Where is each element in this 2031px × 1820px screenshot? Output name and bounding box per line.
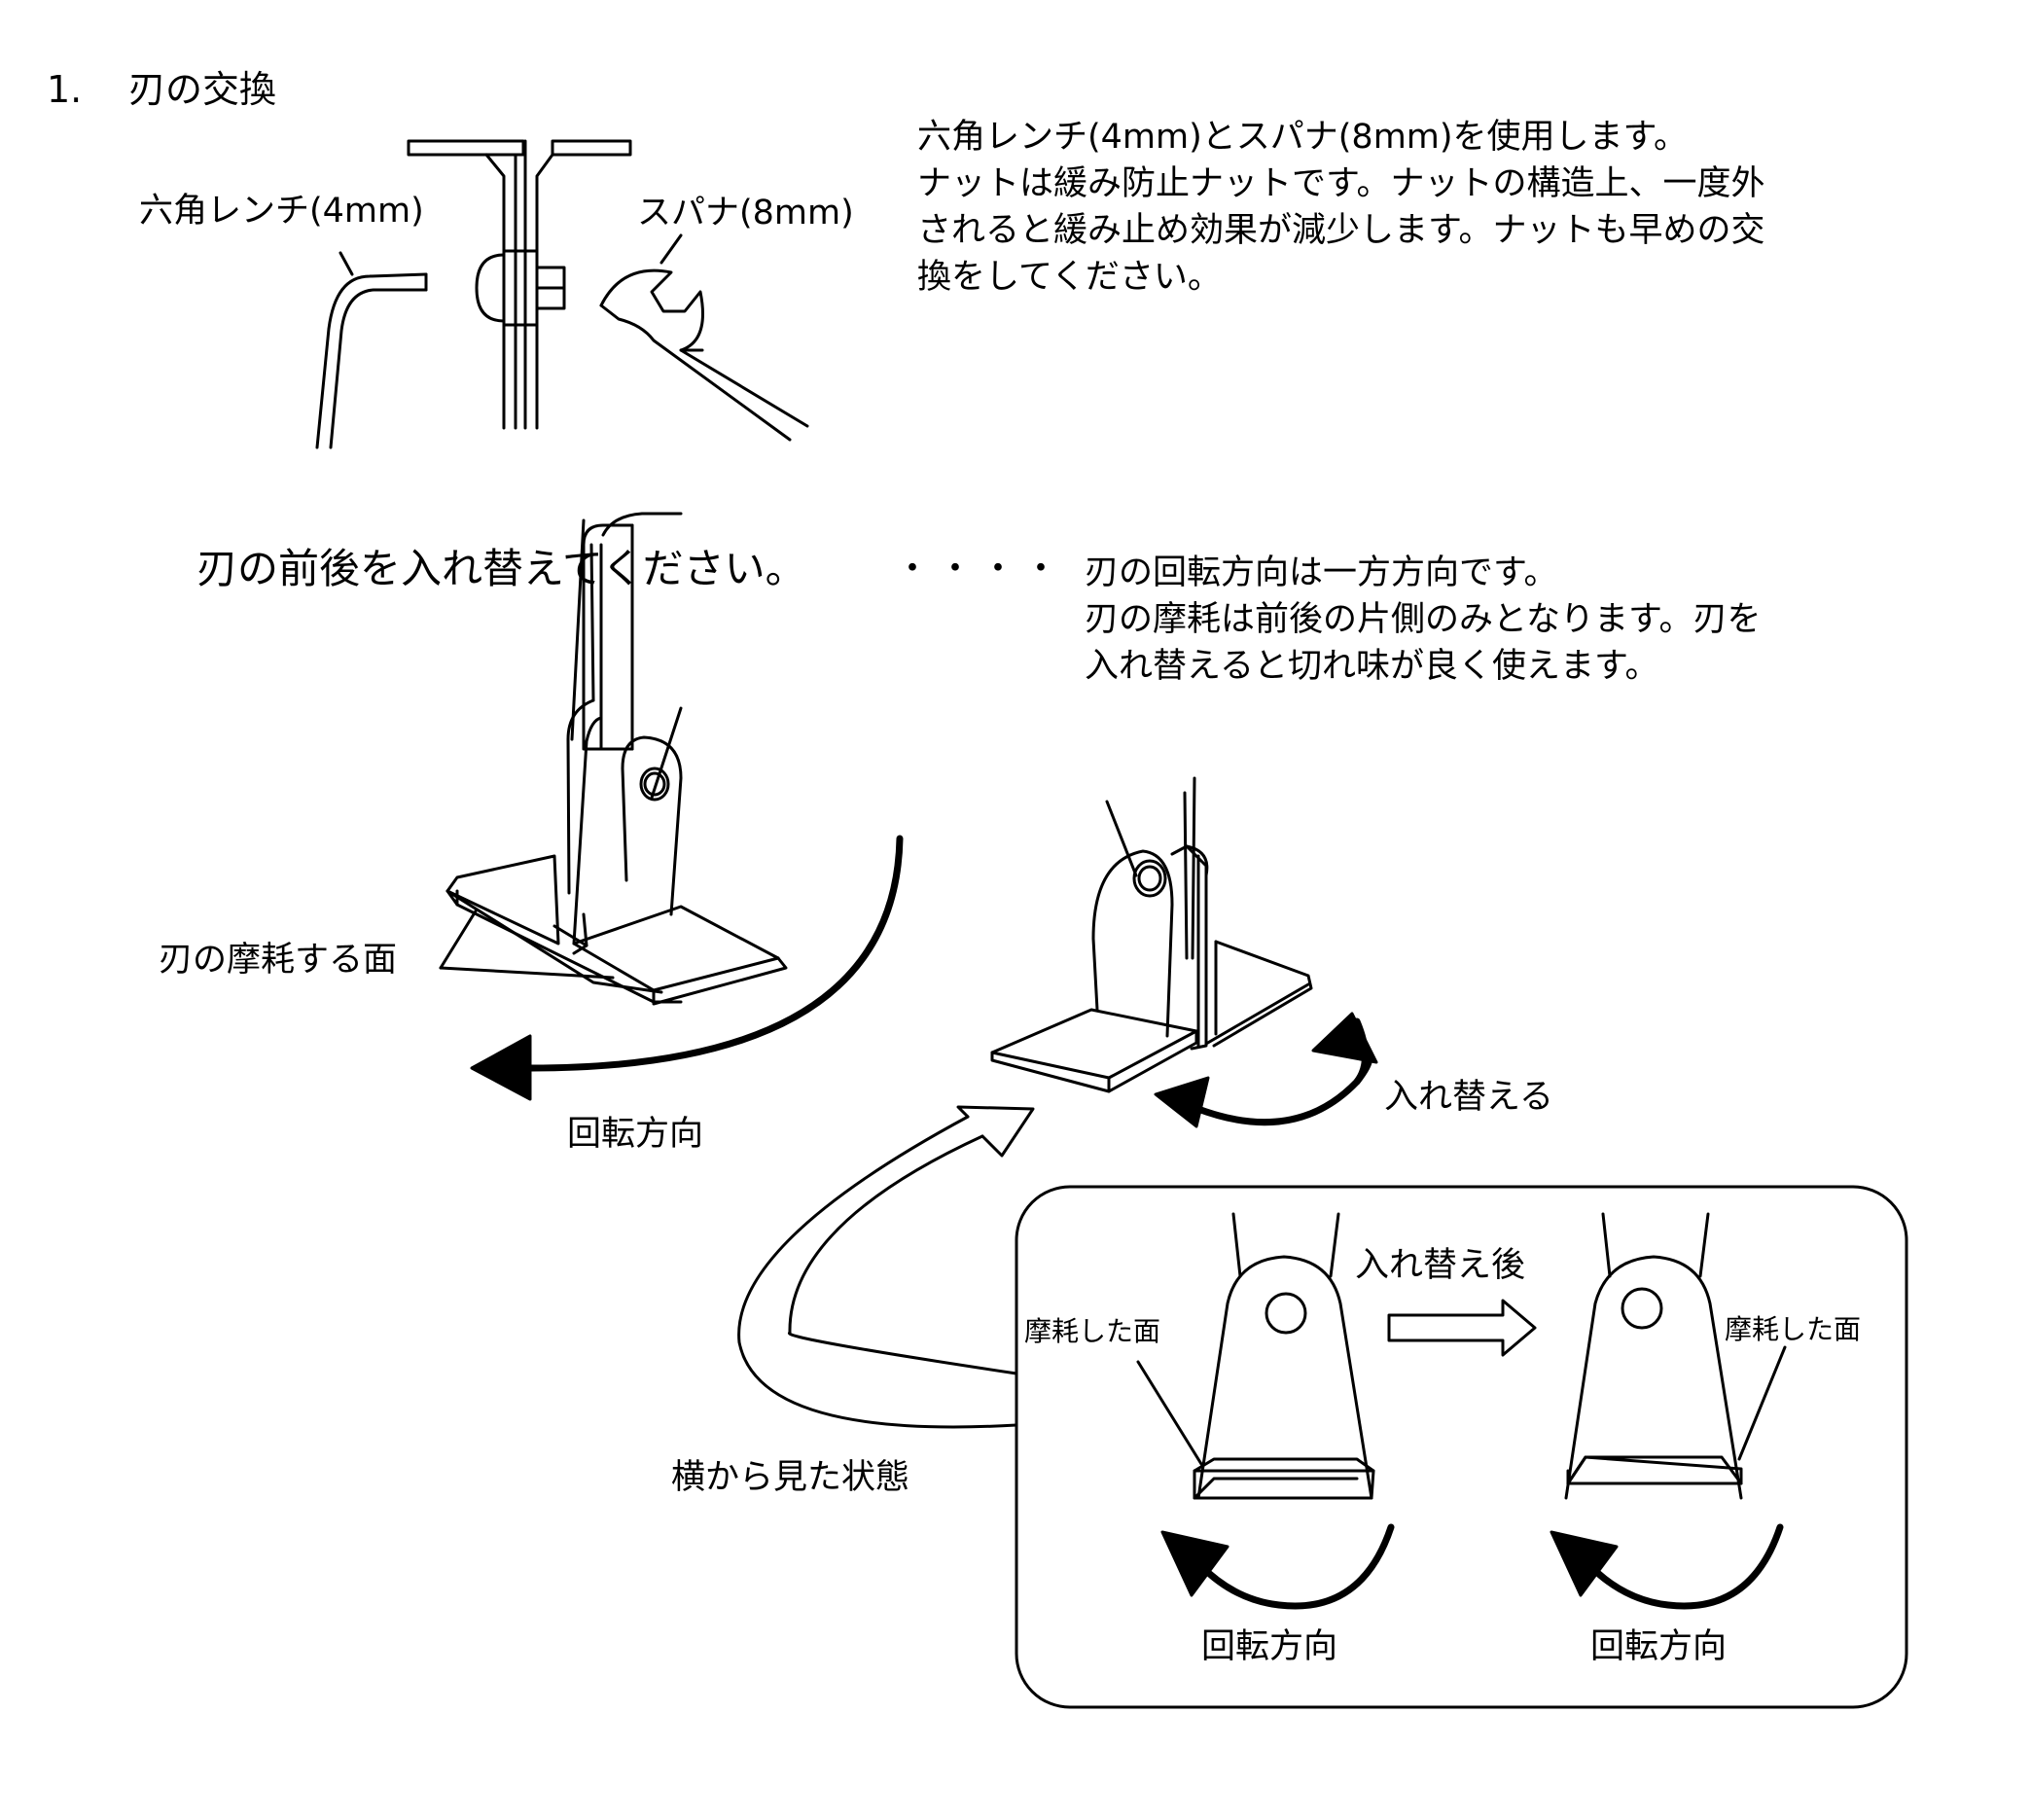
intro-line: ナットは緩み防止ナットです。ナットの構造上、一度外 bbox=[917, 164, 1765, 203]
blade-bracket-icon bbox=[407, 139, 632, 430]
section-title: 刃の交換 bbox=[128, 68, 277, 111]
worn-face-label: 刃の摩耗する面 bbox=[159, 941, 398, 980]
side-view-blade-after bbox=[1564, 1212, 1787, 1500]
swap-instruction: 刃の前後を入れ替えてください。 bbox=[196, 545, 806, 592]
swap-arrow-icon bbox=[1154, 1012, 1378, 1128]
worn-surface-label-left: 摩耗した面 bbox=[1024, 1315, 1161, 1347]
section-number: 1. bbox=[47, 68, 83, 111]
left-blade-drawing bbox=[439, 512, 788, 1006]
note-line: 入れ替えると切れ味が良く使えます。 bbox=[1085, 647, 1659, 686]
hex-wrench-icon bbox=[315, 251, 428, 449]
note-line: 刃の摩耗は前後の片側のみとなります。刃を bbox=[1085, 600, 1762, 639]
side-view-pointer-arrow bbox=[737, 1105, 1035, 1429]
side-view-label: 横から見た状態 bbox=[671, 1458, 910, 1497]
hex-wrench-label: 六角レンチ(4mm) bbox=[139, 192, 424, 231]
worn-surface-label-right: 摩耗した面 bbox=[1725, 1313, 1862, 1345]
dot-leader: ・・・・ bbox=[895, 549, 1067, 589]
rotation-label-left: 回転方向 bbox=[1201, 1627, 1338, 1666]
side-view-inset-box bbox=[1015, 1185, 1908, 1709]
rotation-label-main: 回転方向 bbox=[567, 1115, 704, 1154]
rotation-arrow-inset-right bbox=[1550, 1523, 1784, 1610]
swap-label: 入れ替える bbox=[1384, 1078, 1553, 1117]
rotation-label-right: 回転方向 bbox=[1590, 1627, 1728, 1666]
rotation-arrow-inset-left bbox=[1160, 1523, 1395, 1610]
rotation-arrow-left bbox=[470, 835, 904, 1101]
after-swap-arrow-icon bbox=[1387, 1299, 1537, 1357]
right-blade-drawing bbox=[990, 776, 1313, 1093]
intro-line: されると緩み止め効果が減少します。ナットも早めの交 bbox=[917, 211, 1765, 250]
note-line: 刃の回転方向は一方方向です。 bbox=[1085, 553, 1558, 592]
spanner-label: スパナ(8mm) bbox=[637, 194, 854, 232]
side-view-blade-before bbox=[1136, 1212, 1375, 1500]
after-swap-label: 入れ替え後 bbox=[1355, 1246, 1526, 1285]
intro-line: 換をしてください。 bbox=[917, 258, 1222, 297]
intro-line: 六角レンチ(4mm)とスパナ(8mm)を使用します。 bbox=[917, 118, 1689, 157]
spanner-icon bbox=[599, 233, 809, 442]
